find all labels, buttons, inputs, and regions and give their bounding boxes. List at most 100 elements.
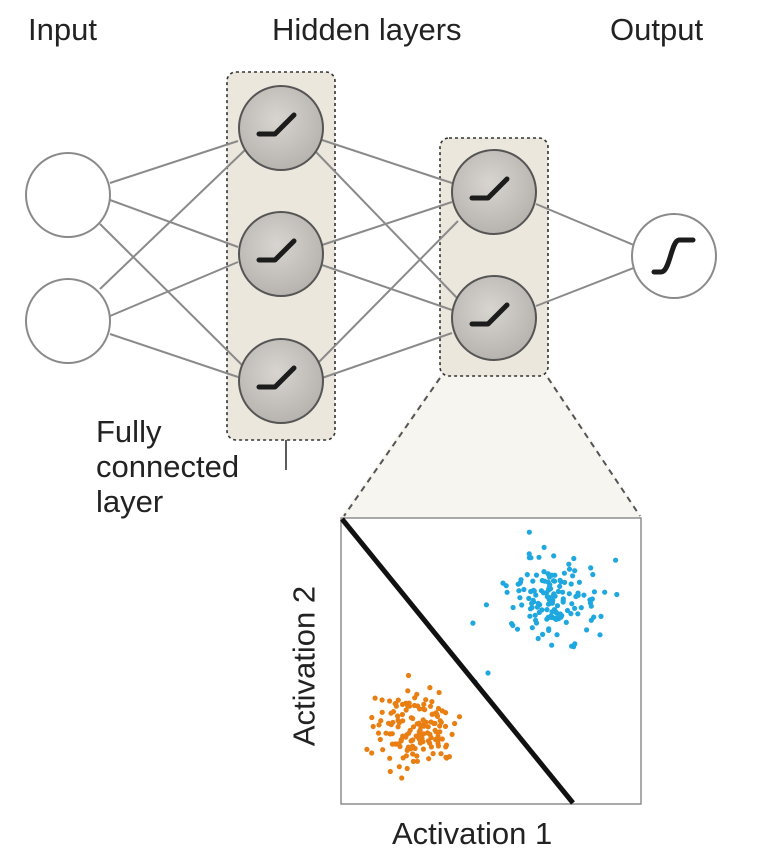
orange-point (439, 736, 445, 742)
blue-point (541, 569, 547, 575)
blue-point (535, 600, 541, 607)
blue-point (566, 591, 572, 597)
hidden-layer-1-node-1 (238, 85, 324, 171)
blue-point (591, 589, 598, 595)
blue-point (558, 614, 564, 620)
plot-frame (340, 517, 642, 805)
orange-point (369, 714, 375, 721)
orange-point (414, 691, 420, 697)
blue-point (485, 670, 491, 676)
blue-point (546, 626, 552, 632)
orange-point (435, 733, 441, 739)
blue-point (584, 627, 590, 633)
orange-point (420, 746, 426, 752)
orange-point (379, 709, 385, 715)
orange-point (414, 753, 420, 759)
blue-point (533, 572, 540, 578)
orange-point (403, 707, 409, 713)
orange-point (369, 750, 375, 756)
connections-hidden1-hidden2 (315, 139, 459, 379)
blue-point (540, 590, 547, 596)
orange-point (400, 733, 406, 739)
relu-icon (469, 302, 510, 327)
hidden-layers-label: Hidden layers (272, 12, 462, 47)
input-node-1 (25, 152, 111, 238)
blue-point (535, 635, 541, 642)
connections-input-hidden1 (99, 140, 246, 378)
blue-point (532, 612, 538, 618)
blue-point (552, 572, 558, 578)
blue-point (521, 586, 527, 593)
blue-point (588, 565, 594, 571)
blue-point (566, 561, 572, 567)
zoom-projection (340, 375, 642, 518)
fc-caption-line-3: layer (96, 484, 164, 520)
blue-point (562, 579, 568, 586)
orange-point (414, 721, 420, 727)
orange-point (390, 719, 396, 725)
blue-point (566, 566, 573, 572)
blue-point (554, 603, 561, 609)
orange-point (452, 720, 458, 727)
blue-point (541, 544, 547, 551)
scatter-points (364, 529, 620, 781)
orange-point (395, 724, 401, 730)
orange-point (378, 718, 384, 724)
orange-point (380, 747, 386, 753)
orange-point (364, 746, 370, 753)
orange-point (375, 730, 382, 736)
blue-point (560, 599, 566, 605)
orange-point (443, 744, 449, 750)
orange-point (399, 775, 405, 781)
blue-point (573, 593, 579, 600)
orange-point (428, 735, 434, 741)
orange-point (405, 688, 411, 694)
blue-point (530, 578, 536, 584)
blue-point (551, 553, 557, 559)
orange-point (415, 703, 421, 709)
zoom-line-right (547, 377, 641, 517)
orange-point (387, 731, 393, 737)
fc-caption-line-1: Fully (96, 414, 162, 449)
blue-point (545, 579, 551, 585)
orange-point (400, 718, 406, 724)
orange-point (428, 744, 434, 750)
blue-point (548, 600, 554, 606)
blue-point (519, 602, 525, 608)
blue-point (531, 588, 537, 594)
blue-point (544, 607, 550, 613)
orange-point (444, 755, 450, 761)
blue-point (587, 600, 594, 606)
blue-point (526, 529, 532, 535)
blue-point (614, 591, 620, 598)
orange-point (387, 755, 393, 761)
orange-point (410, 715, 416, 722)
orange-point (406, 703, 413, 709)
blue-point (590, 571, 596, 578)
sigmoid-icon (651, 237, 696, 275)
blue-point (544, 616, 550, 622)
orange-point (422, 707, 428, 713)
blue-point (517, 580, 523, 586)
blue-point (572, 605, 578, 611)
orange-point (410, 758, 416, 765)
orange-point (414, 758, 420, 764)
orange-point (430, 751, 436, 757)
blue-point (516, 588, 522, 594)
blue-point (510, 622, 516, 629)
orange-point (438, 719, 444, 725)
orange-point (435, 740, 441, 747)
blue-point (527, 613, 533, 619)
orange-point (419, 735, 425, 741)
relu-icon (256, 112, 297, 137)
blue-point (581, 592, 587, 598)
blue-point (555, 588, 562, 595)
blue-point (533, 592, 539, 598)
orange-point (396, 764, 402, 770)
blue-point (539, 577, 545, 584)
blue-point (510, 604, 516, 611)
fully-connected-layer-caption: Fully connected layer (96, 414, 239, 519)
blue-point (572, 641, 578, 647)
blue-point (557, 577, 563, 583)
